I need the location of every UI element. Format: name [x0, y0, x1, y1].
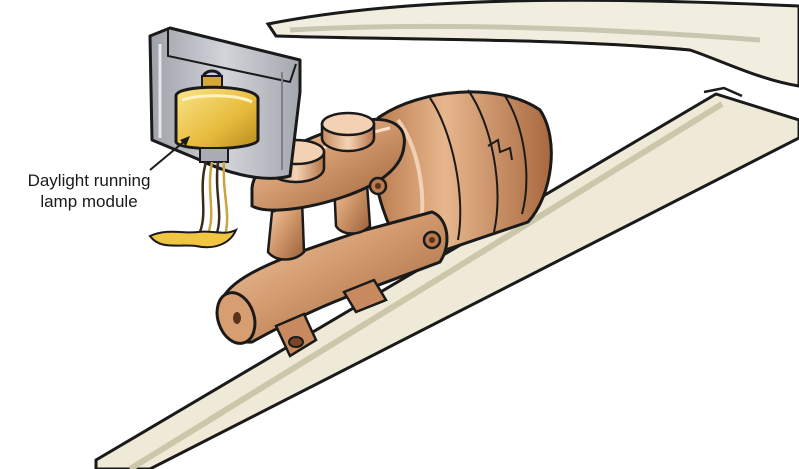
upper-panel: [268, 0, 799, 86]
drl-module-label-line2: lamp module: [4, 191, 174, 212]
drl-module-label: Daylight running lamp module: [4, 170, 174, 212]
reservoir-cap-right: [322, 113, 374, 151]
drl-module-label-line1: Daylight running: [4, 170, 174, 191]
